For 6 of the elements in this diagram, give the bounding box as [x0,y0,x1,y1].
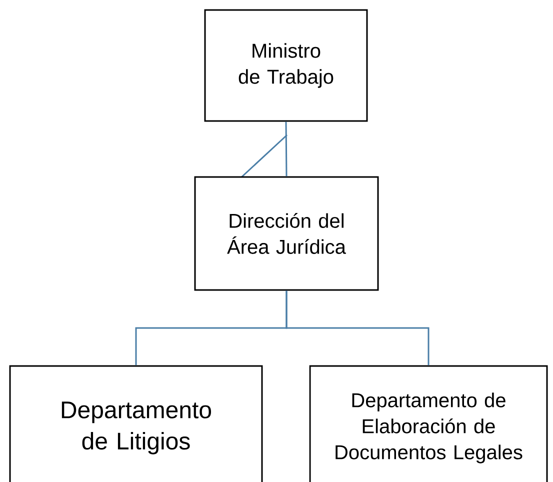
connector-line [286,290,430,366]
connector-line [285,122,288,176]
org-box: Ministro de Trabajo [204,9,368,122]
org-box: Departamento de Litigios [9,365,263,482]
org-box: Dirección del Área Jurídica [194,176,379,291]
org-box: Departamento de Elaboración de Documentos Legales [309,365,548,482]
